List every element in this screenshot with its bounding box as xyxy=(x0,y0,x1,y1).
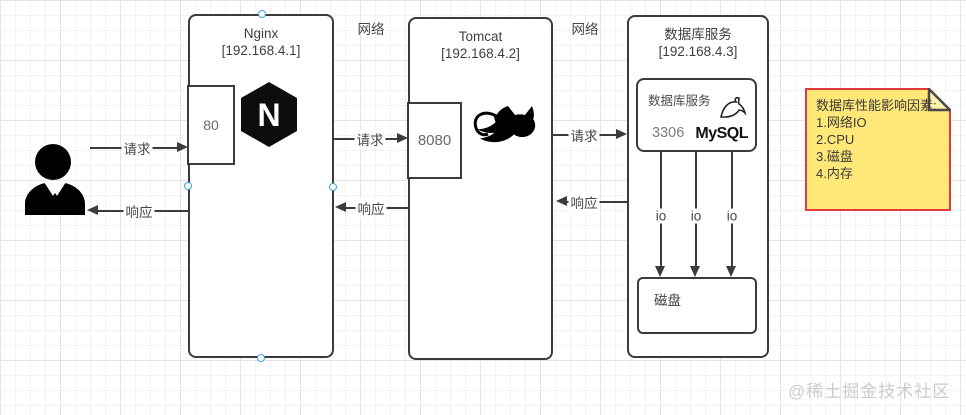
nginx-title: Nginx [192.168.4.1] xyxy=(190,25,332,59)
svg-text:N: N xyxy=(257,97,280,133)
arrowhead-down-icon xyxy=(655,266,665,277)
request-label: 请求 xyxy=(354,129,386,149)
sticky-note-shape xyxy=(805,88,951,211)
network-label-2: 网络 xyxy=(571,22,599,37)
disk-label: 磁盘 xyxy=(654,293,681,308)
watermark: @稀土掘金技术社区 xyxy=(788,382,951,401)
database-ip: [192.168.4.3] xyxy=(658,44,738,59)
io-label: io xyxy=(724,208,740,224)
nginx-logo-icon: N xyxy=(241,82,297,147)
mysql-service-box[interactable]: 数据库服务 3306 MySQL xyxy=(636,78,757,152)
connection-handle-left[interactable] xyxy=(184,182,192,190)
tomcat-logo-icon xyxy=(468,104,540,156)
database-name: 数据库服务 xyxy=(664,27,732,42)
note-item: 2.CPU xyxy=(816,132,855,147)
response-label: 响应 xyxy=(355,198,387,218)
note-item: 3.磁盘 xyxy=(816,149,853,164)
note-item: 4.内存 xyxy=(816,166,853,181)
arrowhead-left-icon xyxy=(335,202,346,212)
tomcat-port-box[interactable]: 8080 xyxy=(407,102,462,179)
arrowhead-right-icon xyxy=(616,129,627,139)
io-label: io xyxy=(653,208,669,224)
note-title: 数据库性能影响因素: xyxy=(816,98,937,113)
network-label-1: 网络 xyxy=(357,22,385,37)
response-label: 响应 xyxy=(568,192,600,212)
nginx-name: Nginx xyxy=(243,26,279,41)
nginx-node[interactable]: Nginx [192.168.4.1] xyxy=(188,14,334,358)
nginx-port-box[interactable]: 80 xyxy=(187,85,235,165)
tomcat-ip: [192.168.4.2] xyxy=(441,46,520,61)
connection-handle-right[interactable] xyxy=(329,183,337,191)
tomcat-port: 8080 xyxy=(417,132,452,149)
mysql-brand-text: MySQL xyxy=(695,125,748,142)
connection-handle-top[interactable] xyxy=(258,10,266,18)
sticky-note[interactable]: 数据库性能影响因素: 1.网络IO 2.CPU 3.磁盘 4.内存 xyxy=(805,88,951,211)
arrowhead-down-icon xyxy=(726,266,736,277)
response-label: 响应 xyxy=(123,201,155,221)
arrowhead-right-icon xyxy=(177,142,188,152)
nginx-ip: [192.168.4.1] xyxy=(221,43,301,58)
businessman-icon xyxy=(25,144,85,215)
mysql-dolphin-icon xyxy=(719,97,747,119)
sticky-note-text: 数据库性能影响因素: 1.网络IO 2.CPU 3.磁盘 4.内存 xyxy=(816,97,938,182)
arrowhead-left-icon xyxy=(87,205,98,215)
mysql-port: 3306 xyxy=(652,125,685,141)
mysql-service-label: 数据库服务 xyxy=(648,94,711,108)
tomcat-name: Tomcat xyxy=(458,29,503,44)
io-label: io xyxy=(688,208,704,224)
note-item: 1.网络IO xyxy=(816,115,867,130)
request-label: 请求 xyxy=(121,138,153,158)
request-label: 请求 xyxy=(568,125,600,145)
arrowhead-left-icon xyxy=(556,196,567,206)
nginx-port: 80 xyxy=(203,117,219,133)
user-node[interactable] xyxy=(23,143,87,217)
connection-handle-bottom[interactable] xyxy=(257,354,265,362)
disk-box[interactable]: 磁盘 xyxy=(637,277,757,334)
database-title: 数据库服务 [192.168.4.3] xyxy=(629,26,767,60)
tomcat-node[interactable]: Tomcat [192.168.4.2] xyxy=(408,17,553,360)
arrowhead-down-icon xyxy=(690,266,700,277)
arrowhead-right-icon xyxy=(397,133,408,143)
tomcat-title: Tomcat [192.168.4.2] xyxy=(410,28,551,62)
